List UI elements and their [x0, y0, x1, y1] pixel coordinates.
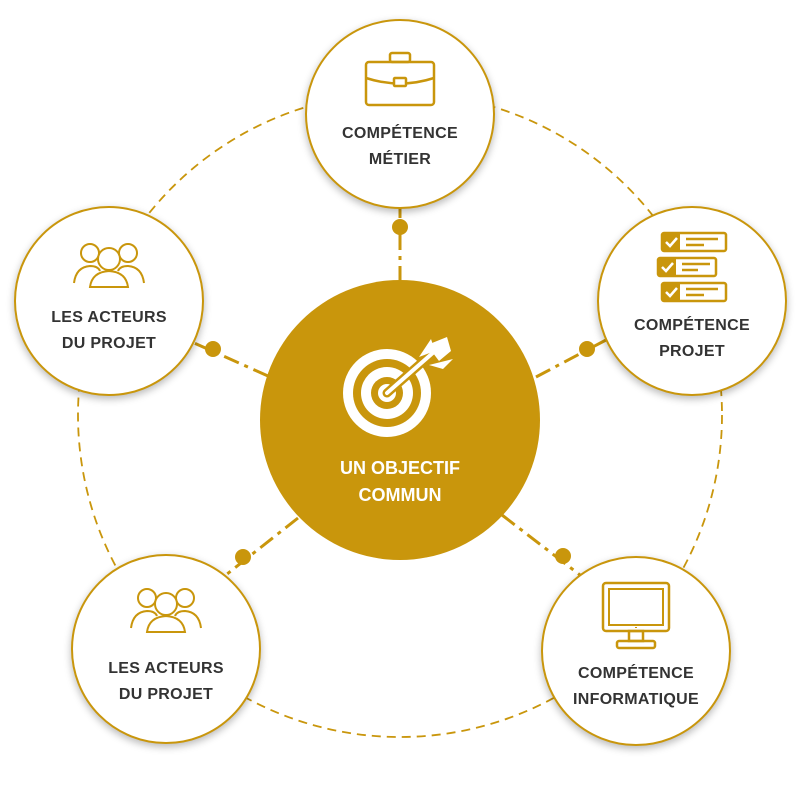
people-group-icon — [73, 243, 145, 288]
node-acteurs-left: LES ACTEURS DU PROJET — [14, 206, 204, 396]
center-goal: UN OBJECTIF COMMUN — [260, 280, 540, 560]
node-label-informatique: COMPÉTENCE INFORMATIQUE — [573, 665, 699, 708]
people-group-icon — [130, 588, 202, 633]
connector-dot-projet — [579, 341, 595, 357]
connector-informatique — [501, 513, 581, 577]
connector-acteurs-bottom — [221, 516, 299, 580]
connector-projet — [535, 338, 607, 379]
node-label-projet: COMPÉTENCE PROJET — [634, 317, 750, 360]
checklist-icon — [656, 231, 728, 303]
computer-monitor-icon — [601, 581, 671, 650]
node-competence-metier: COMPÉTENCE MÉTIER — [305, 19, 495, 209]
node-label-metier: COMPÉTENCE MÉTIER — [342, 125, 458, 168]
center-label: UN OBJECTIF COMMUN — [339, 458, 460, 505]
connector-dot-acteurs-left — [205, 341, 221, 357]
node-competence-projet: COMPÉTENCE PROJET — [597, 206, 787, 396]
node-acteurs-bottom: LES ACTEURS DU PROJET — [71, 554, 261, 744]
node-competence-informatique: COMPÉTENCE INFORMATIQUE — [541, 556, 731, 746]
connector-dot-acteurs-bottom — [235, 549, 251, 565]
node-label-acteurs-left: LES ACTEURS DU PROJET — [51, 309, 167, 352]
node-label-acteurs-bottom: LES ACTEURS DU PROJET — [108, 660, 224, 703]
target-icon — [343, 337, 453, 437]
connector-acteurs-left — [191, 340, 269, 378]
connector-dot-informatique — [555, 548, 571, 564]
connector-dot-metier — [392, 219, 408, 235]
briefcase-icon — [364, 51, 436, 107]
